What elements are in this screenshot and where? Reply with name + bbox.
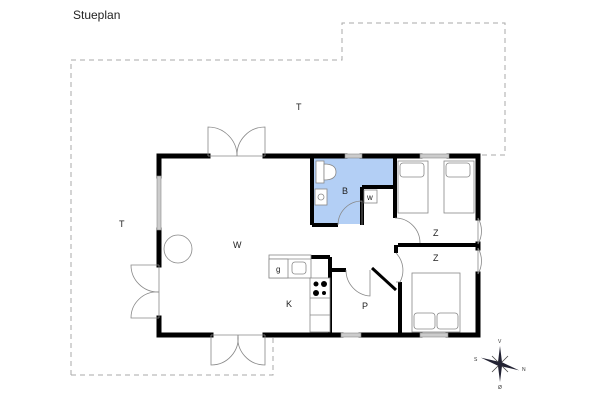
terrace-outline xyxy=(70,22,506,376)
compass-east: Ø xyxy=(498,385,502,391)
compass-north: N xyxy=(522,367,526,373)
label-terrace-left: T xyxy=(119,219,125,229)
doors xyxy=(130,126,482,366)
compass-west: V xyxy=(498,339,502,345)
round-table-icon xyxy=(163,234,193,264)
compass-south: S xyxy=(474,357,478,363)
label-terrace-top: T xyxy=(296,102,302,112)
furniture xyxy=(163,160,475,333)
compass-icon: V S N Ø xyxy=(474,339,526,391)
label-washer: w xyxy=(366,193,373,202)
label-bedroom-2: Z xyxy=(433,253,439,263)
label-bedroom-1: Z xyxy=(433,228,439,238)
windows xyxy=(156,153,450,338)
stove-icon xyxy=(313,281,327,296)
label-freezer: g xyxy=(276,265,280,274)
plan-title: Stueplan xyxy=(73,8,121,22)
label-pantry: P xyxy=(362,301,368,311)
label-living: W xyxy=(233,240,242,250)
label-kitchen: K xyxy=(286,299,292,309)
label-bath: B xyxy=(342,186,348,196)
